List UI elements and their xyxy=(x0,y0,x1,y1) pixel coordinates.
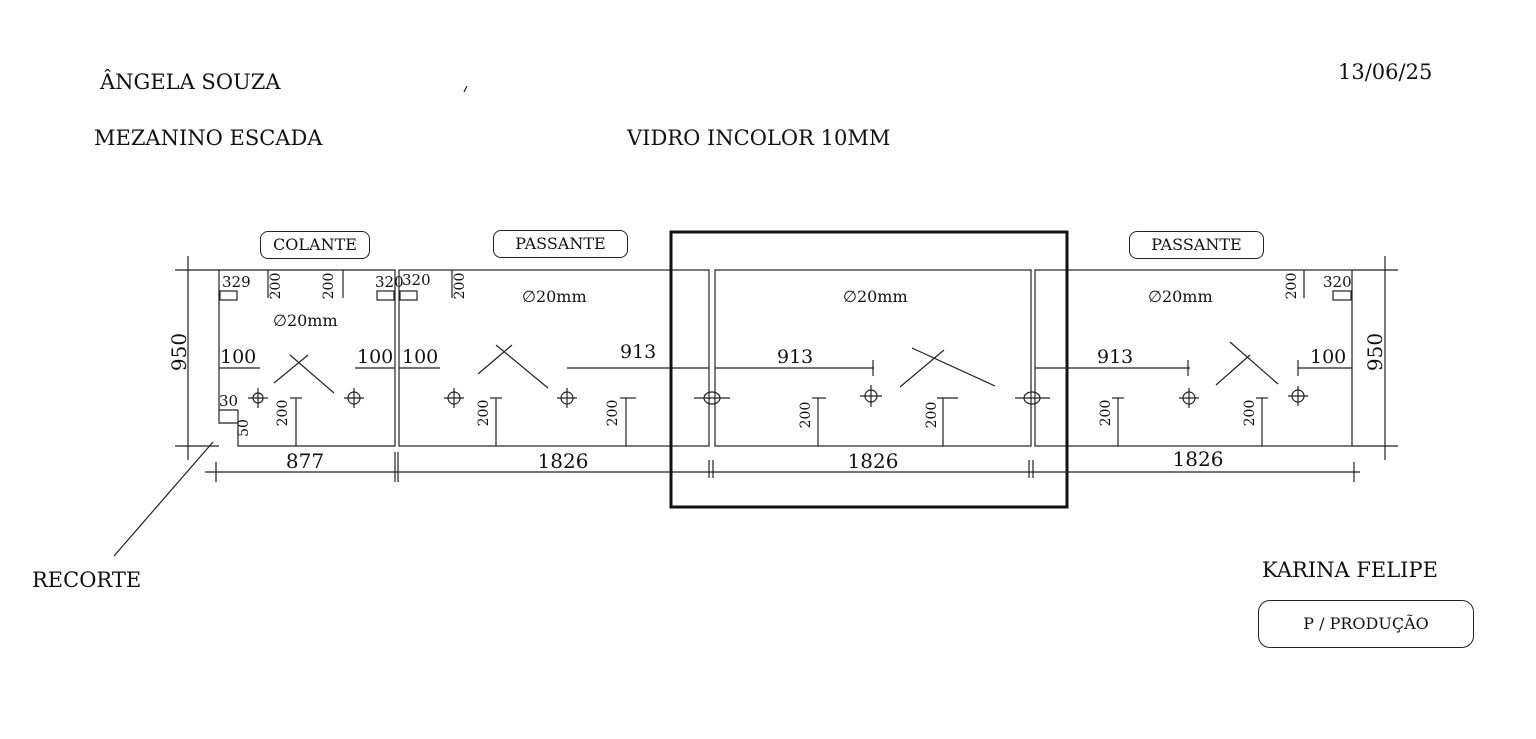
panel-4-hole-label: ∅20mm xyxy=(1148,287,1213,306)
panel-4-details xyxy=(1035,270,1352,446)
dim-200-p2b: 200 xyxy=(476,400,492,427)
panel-2-hole-label: ∅20mm xyxy=(522,287,587,306)
dim-913-p4: 913 xyxy=(1097,346,1133,368)
panel-1-outline xyxy=(218,269,396,447)
dim-913-p3: 913 xyxy=(777,346,813,368)
panel-1-hole-label: ∅20mm xyxy=(273,311,338,330)
dim-100-p4: 100 xyxy=(1310,346,1346,368)
highlight-box xyxy=(669,230,1069,509)
dim-100-p1-right: 100 xyxy=(357,346,393,368)
dim-200-p3b: 200 xyxy=(924,402,940,429)
dim-200-p2c: 200 xyxy=(605,400,621,427)
dim-100-p1-left: 100 xyxy=(220,346,256,368)
panel-1-details xyxy=(219,270,395,446)
panel-2-width: 1826 xyxy=(538,449,589,473)
dim-200-p3a: 200 xyxy=(798,402,814,429)
production-stamp: P / PRODUÇÃO xyxy=(1258,600,1474,648)
dim-50: 50 xyxy=(236,419,252,437)
stray-mark xyxy=(463,85,468,93)
salesperson: KARINA FELIPE xyxy=(1262,558,1438,582)
height-label-left: 950 xyxy=(167,333,191,371)
dim-320-p4: 320 xyxy=(1323,273,1352,291)
dim-200-p2a: 200 xyxy=(452,273,468,300)
panel-1-type: COLANTE xyxy=(260,231,370,259)
project-name: MEZANINO ESCADA xyxy=(94,126,323,150)
panel-4-type: PASSANTE xyxy=(1129,231,1264,259)
panel-2-type: PASSANTE xyxy=(493,230,628,258)
dim-200-p1a: 200 xyxy=(268,273,284,300)
dim-30: 30 xyxy=(219,392,238,410)
glass-spec: VIDRO INCOLOR 10MM xyxy=(627,126,891,150)
panel-1-width: 877 xyxy=(286,449,324,473)
dim-320-p2: 320 xyxy=(402,271,431,289)
panel-2-details xyxy=(399,270,730,446)
panel-3-details xyxy=(715,347,1050,446)
date: 13/06/25 xyxy=(1338,60,1433,84)
left-height-dimension xyxy=(175,256,219,460)
width-dimension-line xyxy=(205,452,1360,482)
dim-200-p4a: 200 xyxy=(1284,273,1300,300)
dim-100-p2: 100 xyxy=(402,346,438,368)
panel-3-width: 1826 xyxy=(848,449,899,473)
dim-200-p4c: 200 xyxy=(1242,400,1258,427)
dim-200-p1b: 200 xyxy=(321,273,337,300)
panel-2-outline xyxy=(398,269,710,447)
dim-200-p1c: 200 xyxy=(275,400,291,427)
panel-3-hole-label: ∅20mm xyxy=(843,287,908,306)
panel-4-width: 1826 xyxy=(1173,447,1224,471)
recorte-leader-line xyxy=(113,441,214,557)
client-name: ÂNGELA SOUZA xyxy=(100,70,281,94)
recorte-label: RECORTE xyxy=(32,568,142,592)
height-label-right: 950 xyxy=(1363,333,1387,371)
dim-913-p2: 913 xyxy=(620,341,656,363)
dim-329: 329 xyxy=(222,273,251,291)
panel-4-outline xyxy=(1034,269,1353,447)
dim-200-p4b: 200 xyxy=(1098,400,1114,427)
panel-3-outline xyxy=(714,269,1032,447)
right-height-dimension xyxy=(1352,256,1398,460)
dim-320-p1: 320 xyxy=(375,273,404,291)
